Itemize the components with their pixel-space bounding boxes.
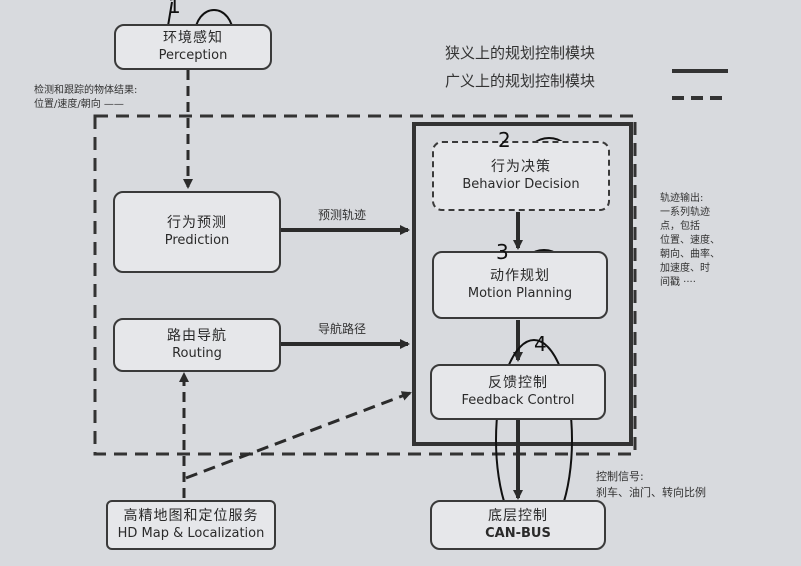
node-motion-en: Motion Planning: [467, 286, 573, 301]
edge-label-navigation-path: 导航路径: [318, 322, 367, 336]
node-routing: 路由导航 Routing: [113, 318, 281, 372]
node-behavior-decision: 行为决策 Behavior Decision: [432, 141, 610, 211]
handwritten-number-3: 3: [496, 240, 509, 264]
handwritten-number-1: 1: [168, 0, 181, 18]
note-trajectory-line: 加速度、时: [660, 263, 710, 274]
edge-label-predicted-trajectory: 预测轨迹: [318, 208, 367, 222]
legend-narrow-label: 狭义上的规划控制模块: [445, 44, 596, 62]
node-hd-map-localization: 高精地图和定位服务 HD Map & Localization: [106, 500, 276, 550]
note-trajectory-line: 朝向、曲率、: [660, 249, 720, 260]
note-trajectory-line: 间戳 ····: [660, 277, 696, 288]
node-routing-cn: 路由导航: [167, 328, 227, 344]
node-prediction: 行为预测 Prediction: [113, 191, 281, 273]
node-prediction-en: Prediction: [164, 233, 230, 248]
note-trajectory-line: 一系列轨迹: [660, 207, 710, 218]
handwritten-number-4: 4: [534, 332, 547, 356]
node-canbus-en: CAN-BUS: [485, 526, 551, 541]
arrow-hdmap-to-feedback: [185, 391, 412, 480]
node-hdmap-cn: 高精地图和定位服务: [123, 508, 259, 524]
node-perception-cn: 环境感知: [163, 30, 223, 46]
note-control-signal-1: 控制信号:: [596, 470, 644, 483]
legend-broad-label: 广义上的规划控制模块: [445, 72, 596, 90]
note-perception-output-2: 位置/速度/朝向 ——: [34, 99, 124, 110]
handwritten-number-2: 2: [498, 128, 511, 152]
node-behavior-en: Behavior Decision: [462, 177, 580, 192]
node-perception: 环境感知 Perception: [114, 24, 272, 70]
node-can-bus: 底层控制 CAN-BUS: [430, 500, 606, 550]
pen-mark-perception-tick: [167, 1, 173, 27]
note-trajectory-line: 轨迹输出:: [660, 193, 704, 204]
node-prediction-cn: 行为预测: [167, 215, 227, 231]
node-motion-cn: 动作规划: [490, 268, 550, 284]
note-control-signal-2: 刹车、油门、转向比例: [596, 486, 706, 499]
node-feedback-en: Feedback Control: [461, 393, 575, 408]
narrow-planning-boundary: [412, 122, 633, 446]
node-routing-en: Routing: [172, 346, 222, 361]
note-perception-output-1: 检测和跟踪的物体结果:: [34, 85, 138, 96]
node-canbus-cn: 底层控制: [488, 508, 548, 524]
node-behavior-cn: 行为决策: [491, 159, 551, 175]
node-feedback-control: 反馈控制 Feedback Control: [430, 364, 606, 420]
note-trajectory-output: 轨迹输出: 一系列轨迹 点，包括 位置、速度、 朝向、曲率、 加速度、时 间戳 …: [660, 192, 720, 290]
note-trajectory-line: 位置、速度、: [660, 235, 720, 246]
node-hdmap-en: HD Map & Localization: [117, 526, 265, 541]
note-trajectory-line: 点，包括: [660, 221, 700, 232]
node-motion-planning: 动作规划 Motion Planning: [432, 251, 608, 319]
broad-planning-boundary: [93, 114, 637, 456]
node-perception-en: Perception: [158, 48, 228, 63]
node-feedback-cn: 反馈控制: [488, 375, 548, 391]
